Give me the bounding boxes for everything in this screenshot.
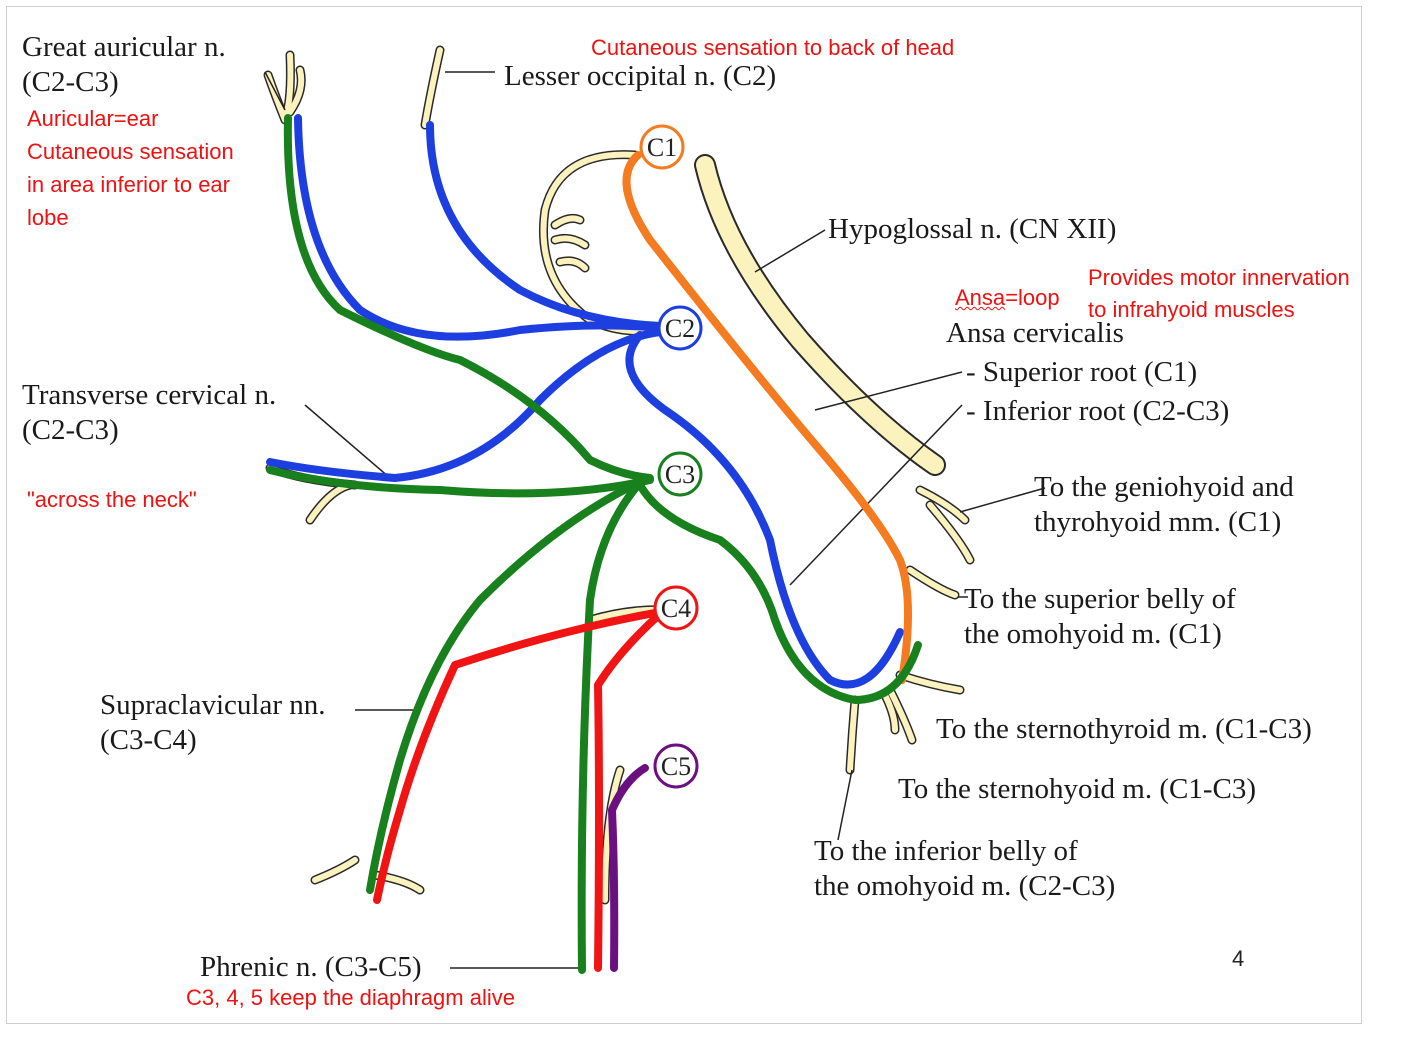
superior-root-label: - Superior root (C1) <box>966 356 1198 388</box>
great-auricular-label: Great auricular n. (C2-C3) <box>22 30 226 100</box>
great-auricular-note-line-2: Cutaneous sensation <box>27 139 234 164</box>
root-markers: C1 C2 C3 C4 C5 <box>639 124 703 789</box>
sternohyoid-label: To the sternohyoid m. (C1-C3) <box>898 773 1257 805</box>
leader-lines <box>264 71 1046 969</box>
supraclavicular-label: Supraclavicular nn. (C3-C4) <box>100 688 325 758</box>
transverse-cervical-roots: (C2-C3) <box>22 413 119 446</box>
c3-supraclavicular-tract <box>366 478 644 894</box>
root-c2: C2 <box>657 305 703 351</box>
root-c3-label: C3 <box>665 460 695 489</box>
great-auricular-note: Auricular=ear Cutaneous sensation in are… <box>27 102 234 234</box>
root-c1-label: C1 <box>647 133 677 162</box>
ansa-cervicalis-label: Ansa cervicalis <box>946 317 1124 349</box>
root-c1: C1 <box>639 124 685 170</box>
root-c5: C5 <box>653 743 699 789</box>
ansa-meaning: =loop <box>1005 285 1060 310</box>
omohyoid-inferior-line-1: To the inferior belly of <box>814 835 1078 867</box>
c3-inferior-root-tract <box>636 481 922 704</box>
c2-inferior-root-tract <box>625 331 904 689</box>
omohyoid-superior-line-2: the omohyoid m. (C1) <box>964 617 1222 650</box>
root-c2-label: C2 <box>665 314 695 343</box>
page-number: 4 <box>1232 946 1245 971</box>
c2-great-auricular-tract <box>294 114 664 341</box>
transverse-cervical-label: Transverse cervical n. (C2-C3) <box>22 378 276 448</box>
hypoglossal-label: Hypoglossal n. (CN XII) <box>828 213 1117 245</box>
geniohyoid-label: To the geniohyoid and thyrohyoid mm. (C1… <box>1034 470 1294 540</box>
phrenic-label: Phrenic n. (C3-C5) <box>200 951 422 983</box>
phrenic-note: C3, 4, 5 keep the diaphragm alive <box>186 985 515 1010</box>
great-auricular-note-line-3: in area inferior to ear <box>27 172 230 197</box>
ansa-function-line-1: Provides motor innervation <box>1088 265 1350 290</box>
ansa-function-line-2: to infrahyoid muscles <box>1088 297 1295 322</box>
c1-superior-root-tract <box>622 151 912 684</box>
c5-phrenic-tract <box>608 764 649 972</box>
inferior-root-label: - Inferior root (C2-C3) <box>966 395 1230 427</box>
transverse-cervical-note: "across the neck" <box>27 487 197 512</box>
root-c4-label: C4 <box>661 594 691 623</box>
supraclavicular-name: Supraclavicular nn. <box>100 689 326 721</box>
root-c3: C3 <box>657 451 703 497</box>
supraclavicular-roots: (C3-C4) <box>100 723 197 756</box>
lesser-occipital-note: Cutaneous sensation to back of head <box>591 35 955 60</box>
nerve-tracts <box>266 114 922 974</box>
transverse-cervical-name: Transverse cervical n. <box>22 379 277 411</box>
c3-transverse-cervical-tract <box>266 466 654 498</box>
great-auricular-roots: (C2-C3) <box>22 65 119 98</box>
sternothyroid-label: To the sternothyroid m. (C1-C3) <box>936 713 1312 745</box>
geniohyoid-line-2: thyrohyoid mm. (C1) <box>1034 505 1282 538</box>
lesser-occipital-label: Lesser occipital n. (C2) <box>504 60 777 92</box>
omohyoid-inferior-label: To the inferior belly of the omohyoid m.… <box>814 834 1115 904</box>
root-c5-label: C5 <box>661 752 691 781</box>
c3-phrenic-tract <box>577 481 642 974</box>
omohyoid-superior-label: To the superior belly of the omohyoid m.… <box>964 582 1236 652</box>
root-c4: C4 <box>653 585 699 631</box>
great-auricular-name: Great auricular n. <box>22 31 226 63</box>
slide-frame <box>6 6 1362 1024</box>
c4-supraclavicular-tract <box>373 608 664 904</box>
omohyoid-inferior-line-2: the omohyoid m. (C2-C3) <box>814 869 1116 902</box>
ansa-function-note: Provides motor innervation to infrahyoid… <box>1088 262 1350 326</box>
c4-phrenic-tract <box>594 610 664 972</box>
omohyoid-superior-line-1: To the superior belly of <box>964 583 1236 615</box>
geniohyoid-line-1: To the geniohyoid and <box>1034 471 1294 503</box>
great-auricular-note-line-4: lobe <box>27 205 69 230</box>
c2-transverse-cervical-tract <box>266 328 664 482</box>
ansa-word: Ansa <box>955 285 1006 310</box>
great-auricular-note-line-1: Auricular=ear <box>27 106 159 131</box>
ansa-loop-note: Ansa=loop <box>955 285 1060 311</box>
c2-lesser-occipital-tract <box>426 121 664 330</box>
c3-great-auricular-tract <box>283 114 654 482</box>
